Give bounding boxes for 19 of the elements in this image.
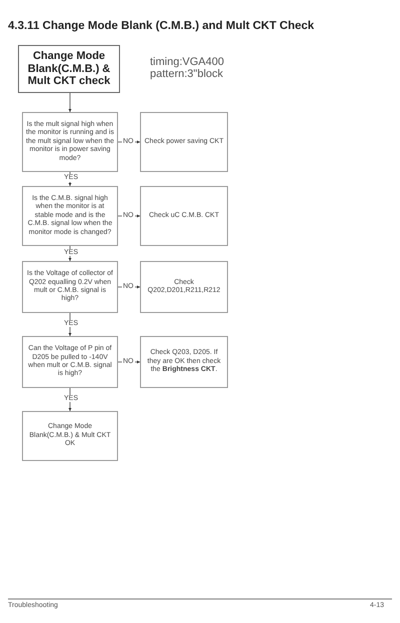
box-text: Change Mode Blank(C.M.B.) & Mult CKT check [26,50,112,88]
timing-note: timing:VGA400 [150,56,224,68]
process-box [22,261,118,313]
start-box [18,45,120,93]
process-box [22,336,118,388]
process-box [22,186,118,246]
process-box [22,411,118,461]
arrow [68,246,72,262]
pattern-note: pattern:3"block [150,68,224,80]
arrow [68,388,72,412]
process-box [140,186,228,246]
process-box [140,261,228,313]
page-title: 4.3.11 Change Mode Blank (C.M.B.) and Mult CKT Check [8,20,314,32]
arrow [68,172,72,186]
process-box [22,112,118,172]
arrow [68,92,72,112]
process-box [140,336,228,388]
process-box [140,112,228,172]
arrow [68,312,72,336]
